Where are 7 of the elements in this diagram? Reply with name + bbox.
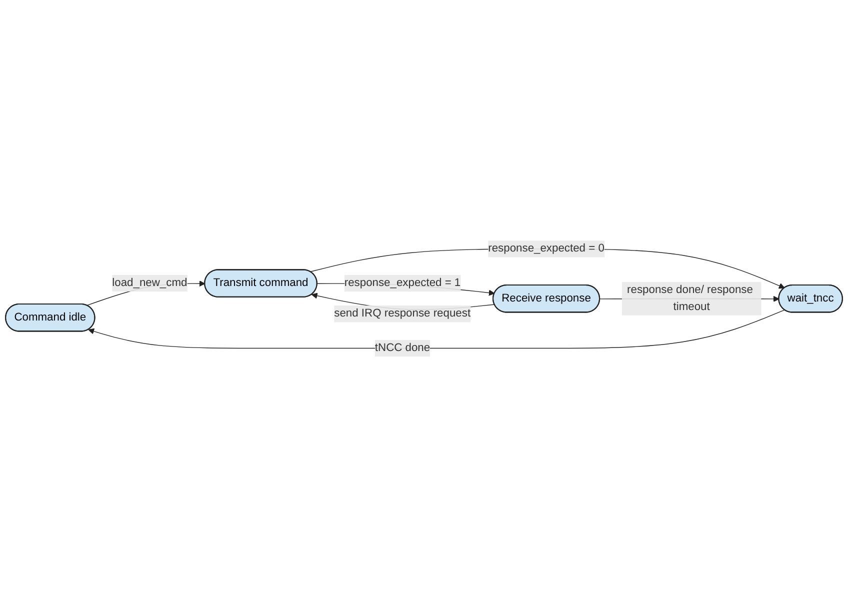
arrow (88, 310, 785, 350)
edge-label: send IRQ response request (334, 308, 471, 320)
edge-label: response_expected = 1 (344, 277, 461, 290)
edge-label: response_expected = 0 (488, 243, 604, 255)
edge-label: tNCC done (374, 342, 430, 354)
edge-label: load_new_cmd (112, 277, 188, 290)
edge-label: response done/ response timeout (627, 284, 753, 313)
